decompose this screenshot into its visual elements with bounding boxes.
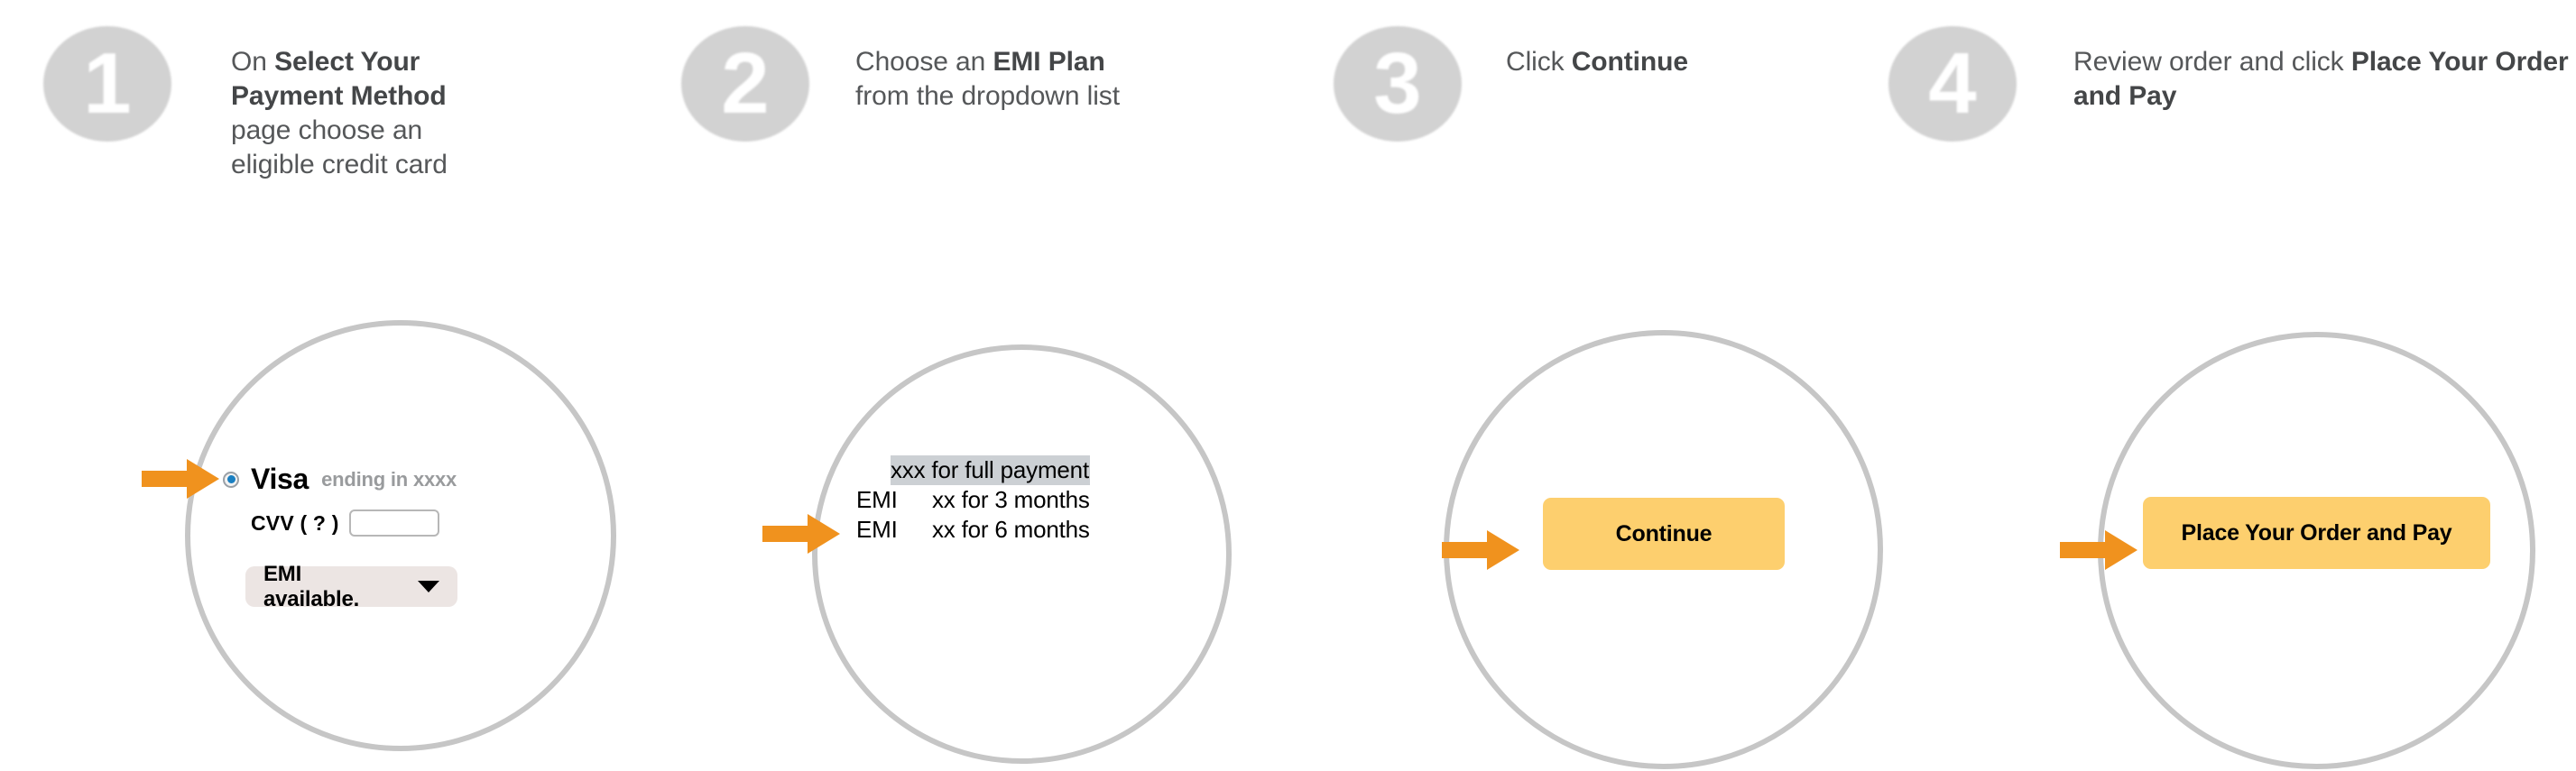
emi-plan-select-value: EMI available. — [263, 561, 360, 611]
radio-visa[interactable] — [223, 471, 239, 488]
step-badge-4: 4 — [1888, 26, 2017, 142]
pointer-arrow-2 — [762, 514, 840, 554]
list-item-left: EMI — [856, 516, 898, 543]
cvv-row: CVV ( ? ) — [251, 509, 439, 537]
cvv-input[interactable] — [348, 509, 439, 537]
list-item[interactable]: EMI xx for 6 months — [856, 515, 1090, 545]
step-badge-2: 2 — [681, 26, 809, 142]
list-item[interactable]: xxx for full payment — [856, 455, 1090, 485]
option-swatch — [856, 455, 891, 485]
pointer-arrow-1 — [142, 459, 219, 499]
step-badge-3: 3 — [1334, 26, 1462, 142]
continue-button[interactable]: Continue — [1543, 498, 1785, 570]
panel-circle-1 — [185, 320, 616, 751]
list-item-right: xx for 3 months — [932, 486, 1090, 513]
emi-plan-dropdown-list: xxx for full payment EMI xx for 3 months… — [856, 455, 1090, 545]
step-badge-1: 1 — [43, 26, 171, 142]
list-item-right: xx for 6 months — [932, 516, 1090, 543]
list-item[interactable]: EMI xx for 3 months — [856, 485, 1090, 515]
step-number-1: 1 — [83, 35, 132, 132]
step-caption-2: Choose an EMI Plan from the dropdown lis… — [855, 47, 1120, 111]
step-caption-1: On Select Your Payment Method page choos… — [231, 47, 448, 179]
visa-card-label: Visa — [251, 463, 309, 495]
step-number-3: 3 — [1373, 35, 1422, 132]
cvv-label: CVV ( ? ) — [251, 510, 339, 535]
list-item-left: EMI — [856, 486, 898, 513]
step-caption-3: Click Continue — [1506, 47, 1688, 77]
list-item-right: xxx for full payment — [891, 456, 1089, 483]
place-your-order-and-pay-button[interactable]: Place Your Order and Pay — [2143, 497, 2490, 569]
chevron-down-icon — [418, 581, 439, 592]
step-caption-4: Review order and click Place Your Order … — [2073, 47, 2569, 111]
pointer-arrow-3 — [1442, 530, 1519, 570]
step-number-4: 4 — [1928, 35, 1977, 132]
emi-plan-select[interactable]: EMI available. — [245, 562, 457, 611]
visa-card-ending: ending in xxxx — [321, 467, 457, 491]
visa-payment-option[interactable]: Visa ending in xxxx — [223, 463, 457, 496]
pointer-arrow-4 — [2060, 530, 2137, 570]
panel-circle-2 — [812, 344, 1232, 764]
step-number-2: 2 — [721, 35, 770, 132]
